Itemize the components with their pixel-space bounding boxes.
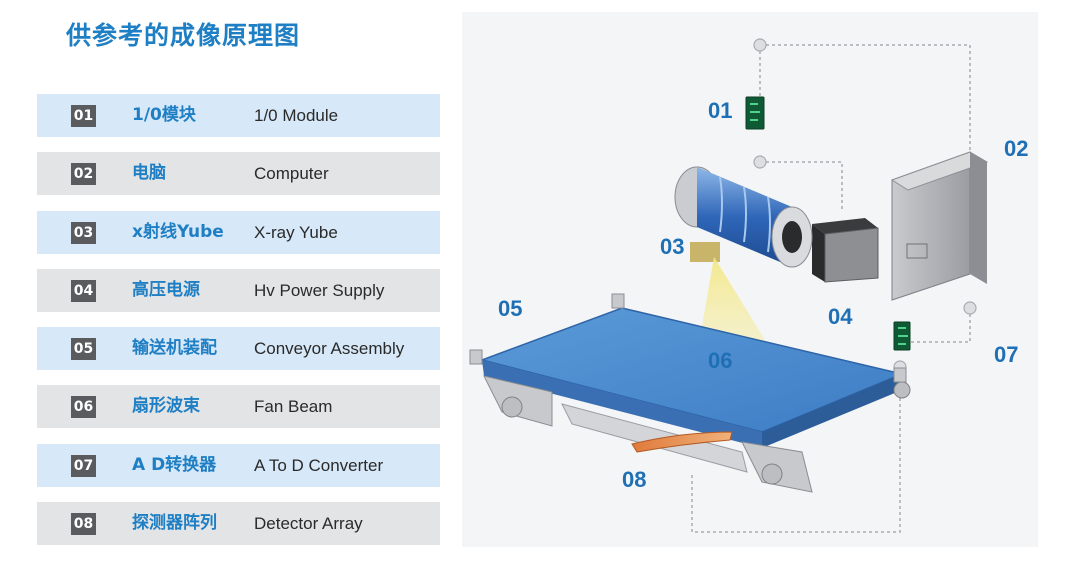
row-chinese-label: x射线Yube [132, 222, 224, 242]
row-number-badge: 03 [71, 222, 96, 244]
row-english-label: X-ray Yube [254, 223, 338, 242]
row-chinese-label: 1/0模块 [132, 105, 196, 125]
row-number-badge: 01 [71, 105, 96, 127]
legend-row-03: 03 x射线Yube X-ray Yube [37, 211, 440, 254]
row-number-badge: 06 [71, 396, 96, 418]
row-english-label: Hv Power Supply [254, 281, 385, 300]
row-chinese-label: A D转换器 [132, 455, 217, 475]
row-number-badge: 05 [71, 338, 96, 360]
callout-01: 01 [708, 98, 733, 123]
legend-row-06: 06 扇形波束 Fan Beam [37, 385, 440, 428]
row-chinese-label: 扇形波束 [132, 396, 200, 416]
io-module [745, 96, 765, 130]
row-english-label: Fan Beam [254, 397, 333, 416]
conveyor-assembly [469, 293, 911, 493]
legend-row-04: 04 高压电源 Hv Power Supply [37, 269, 440, 312]
row-chinese-label: 高压电源 [132, 280, 200, 300]
legend-row-07: 07 A D转换器 A To D Converter [37, 444, 440, 487]
row-number-badge: 08 [71, 513, 96, 535]
callout-08: 08 [622, 467, 647, 492]
detector-array [631, 431, 733, 453]
diagram-illustration [469, 38, 989, 533]
row-english-label: Conveyor Assembly [254, 339, 405, 358]
legend-row-01: 01 1/0模块 1/0 Module [37, 94, 440, 137]
callout-03: 03 [660, 234, 685, 259]
callout-07: 07 [994, 342, 1019, 367]
callout-05: 05 [498, 296, 523, 321]
hv-power-supply [812, 218, 879, 283]
callout-04: 04 [828, 304, 853, 329]
callout-06: 06 [708, 348, 733, 373]
connection-lines [691, 44, 971, 533]
row-number-badge: 02 [71, 163, 96, 185]
row-chinese-label: 探测器阵列 [132, 513, 217, 533]
imaging-diagram: 01 02 03 04 05 06 07 08 [462, 12, 1038, 547]
legend-row-08: 08 探测器阵列 Detector Array [37, 502, 440, 545]
xray-tube [674, 166, 813, 268]
row-english-label: Computer [254, 164, 329, 183]
row-number-badge: 07 [71, 455, 96, 477]
row-chinese-label: 电脑 [132, 163, 166, 183]
computer-unit [890, 151, 989, 301]
row-english-label: 1/0 Module [254, 106, 339, 125]
row-chinese-label: 输送机装配 [132, 338, 217, 358]
legend-row-02: 02 电脑 Computer [37, 152, 440, 195]
row-english-label: Detector Array [254, 514, 363, 533]
ad-converter [893, 321, 911, 351]
row-english-label: A To D Converter [254, 456, 384, 475]
callout-02: 02 [1004, 136, 1029, 161]
legend-row-05: 05 输送机装配 Conveyor Assembly [37, 327, 440, 370]
row-number-badge: 04 [71, 280, 96, 302]
page-title: 供参考的成像原理图 [66, 21, 301, 50]
